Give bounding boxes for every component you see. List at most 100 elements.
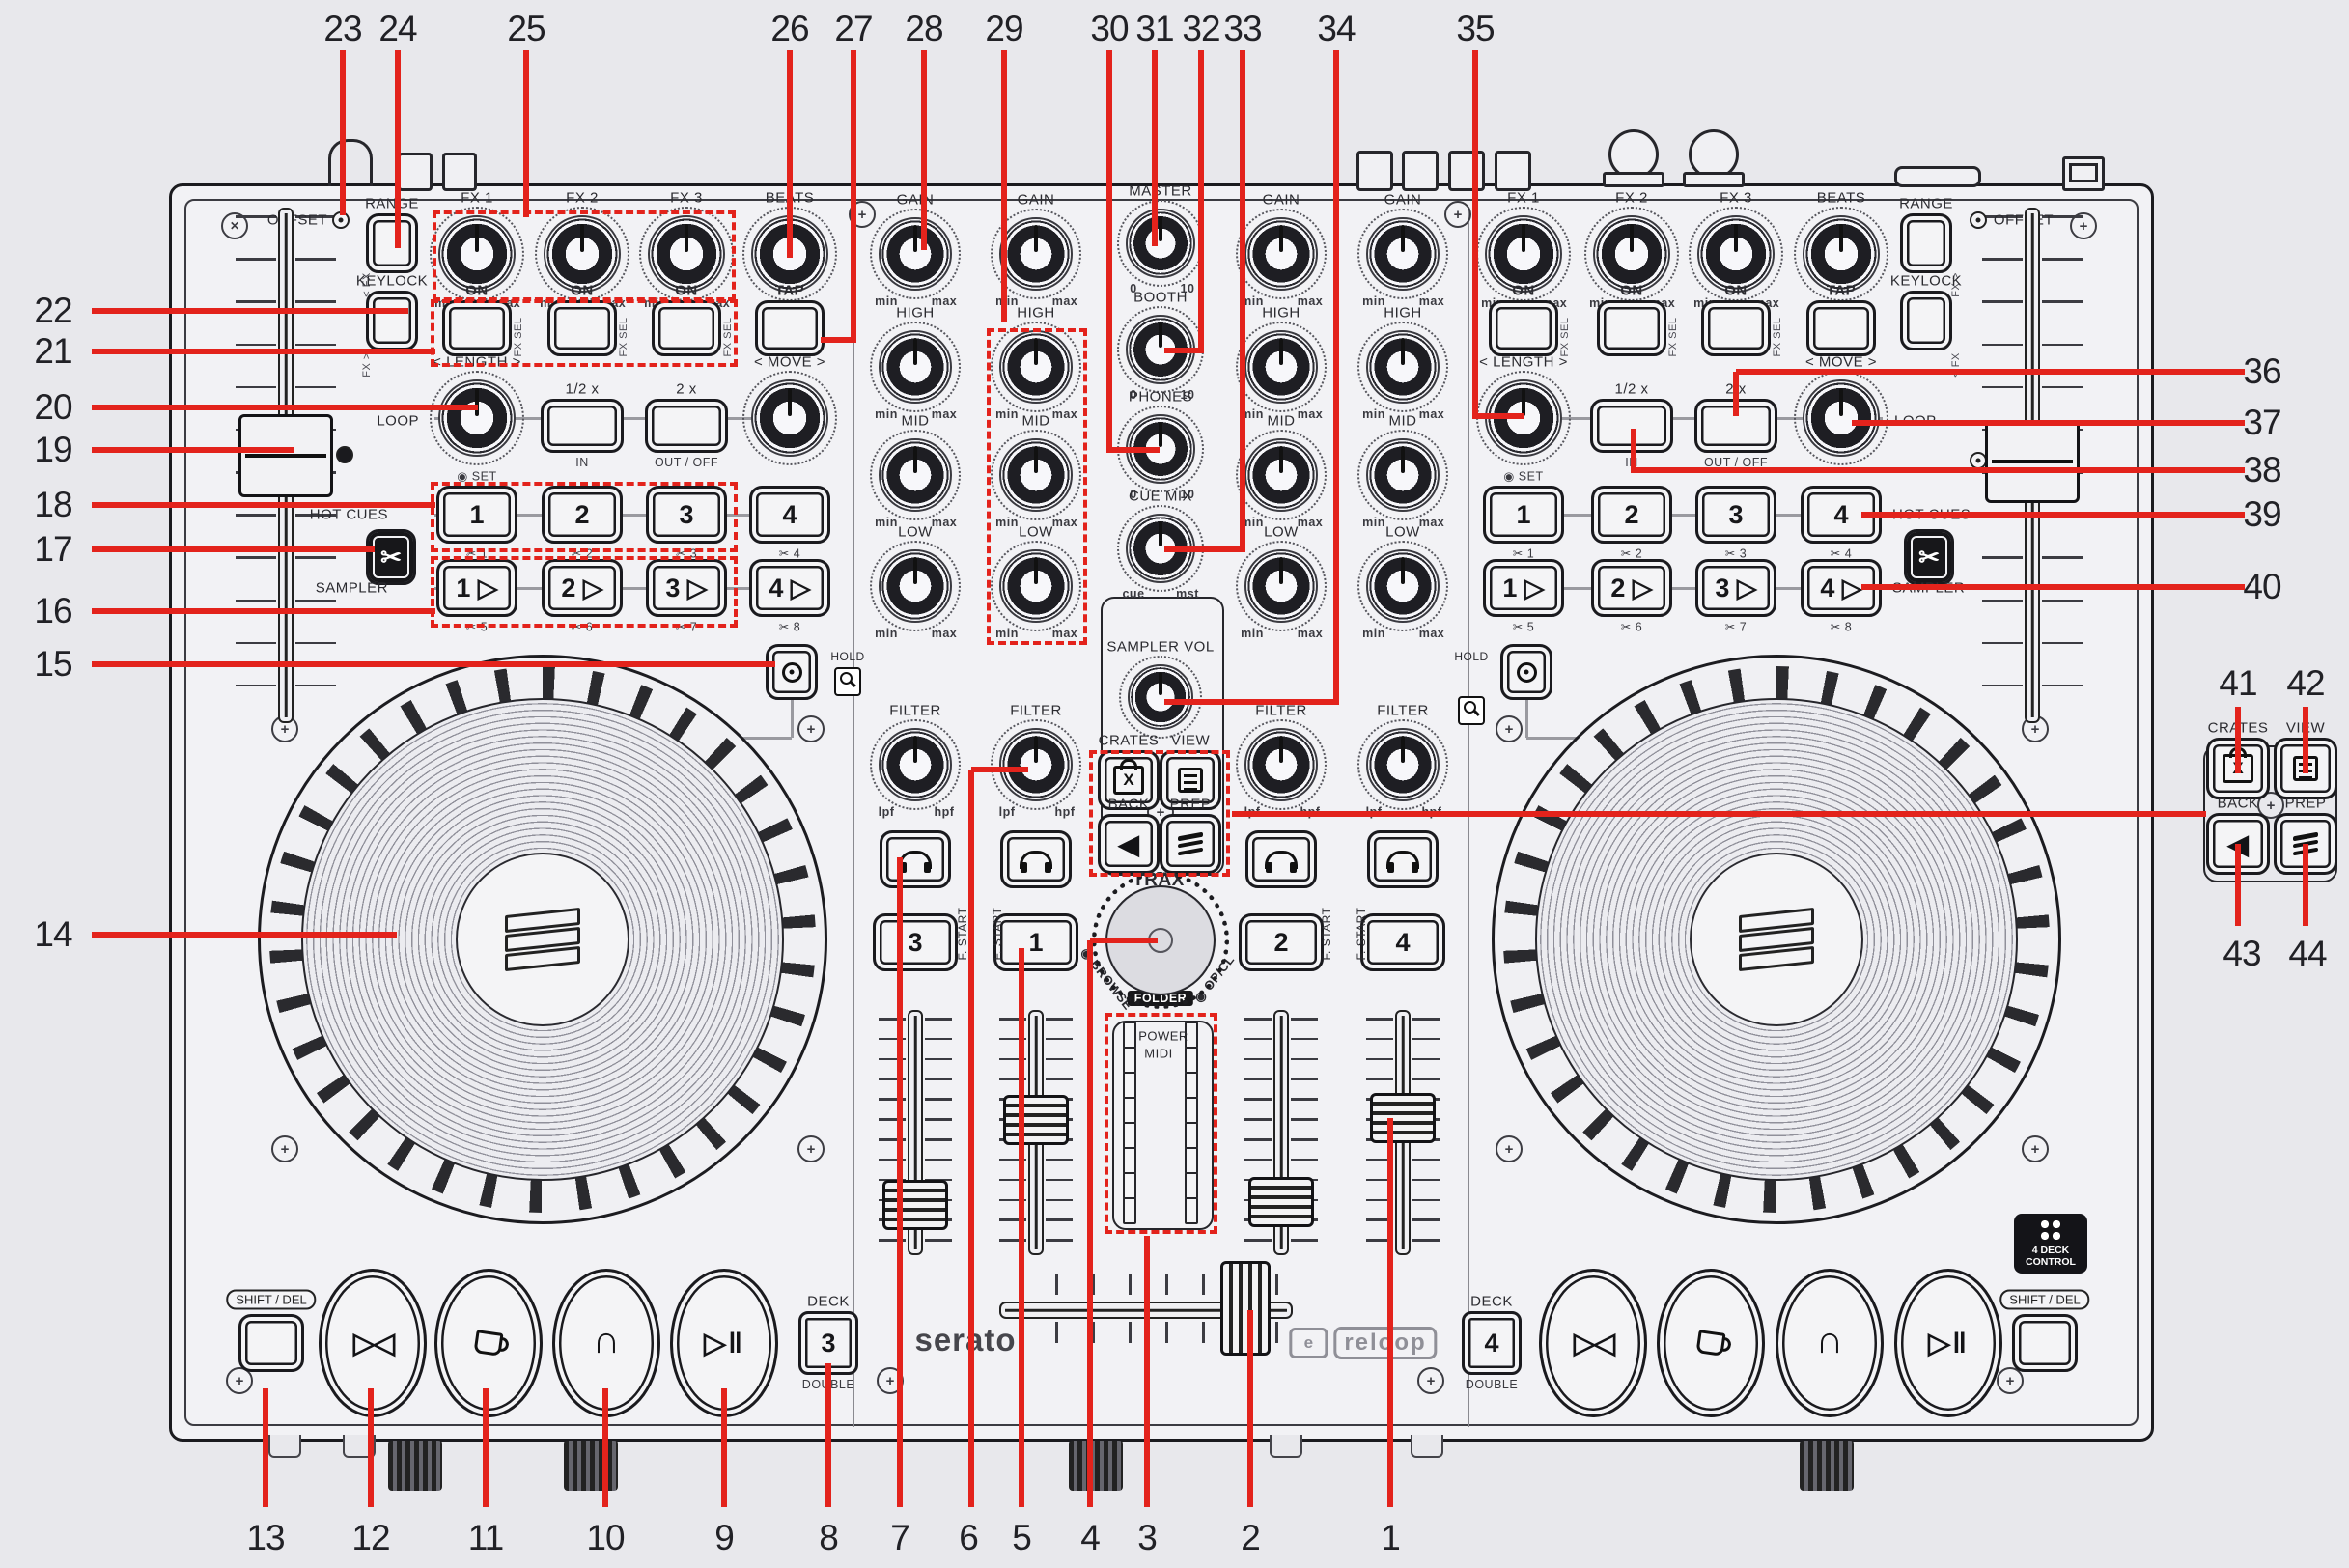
play-pause-button-right[interactable]: ▷‖ bbox=[1894, 1269, 2002, 1417]
hotcue-2-button-left[interactable]: 2 bbox=[542, 486, 623, 544]
tap-button-left[interactable] bbox=[755, 300, 825, 356]
fx1-on-button-right[interactable] bbox=[1489, 300, 1558, 356]
master-knob[interactable] bbox=[1117, 200, 1204, 287]
channel-fader-ch3-handle[interactable] bbox=[1248, 1177, 1314, 1227]
cuemix-knob-max-label: mst bbox=[1176, 587, 1199, 601]
filter-knob-ch2[interactable] bbox=[991, 719, 1081, 810]
sampler-2-button-right[interactable]: 2 ▷ bbox=[1591, 559, 1672, 617]
back-button[interactable]: ◀ bbox=[1098, 814, 1160, 874]
hotcue-1-button-right[interactable]: 1 bbox=[1483, 486, 1564, 544]
sampler-1-button-left[interactable]: 1 ▷ bbox=[436, 559, 517, 617]
loop-double-button-left[interactable] bbox=[645, 399, 728, 453]
hotcue-1-button-left[interactable]: 1 bbox=[436, 486, 517, 544]
keylock-button-right[interactable] bbox=[1900, 291, 1952, 350]
sampler-2-button-left[interactable]: 2 ▷ bbox=[542, 559, 623, 617]
gain-knob-ch2[interactable] bbox=[991, 209, 1081, 299]
prep-button[interactable] bbox=[1160, 814, 1221, 874]
fx2-on-button-right[interactable] bbox=[1597, 300, 1666, 356]
view-button[interactable] bbox=[1160, 750, 1221, 810]
shift-del-button-right[interactable] bbox=[2012, 1314, 2078, 1372]
fx1-knob-right[interactable] bbox=[1476, 207, 1571, 301]
low-knob-ch4[interactable] bbox=[1357, 541, 1448, 631]
gain-knob-ch1[interactable] bbox=[870, 209, 961, 299]
high-knob-ch1[interactable] bbox=[870, 322, 961, 412]
load-deck2-button[interactable]: 2 bbox=[1239, 913, 1324, 971]
fx1-on-button-left[interactable] bbox=[442, 300, 512, 356]
channel-fader-ch4-handle[interactable] bbox=[1370, 1093, 1436, 1143]
crossfader-handle[interactable] bbox=[1220, 1261, 1271, 1356]
hotcue-3-button-right[interactable]: 3 bbox=[1695, 486, 1776, 544]
range-button-left[interactable] bbox=[366, 213, 418, 273]
pitch-fader-left-handle[interactable] bbox=[238, 414, 333, 497]
fx2-knob-left[interactable] bbox=[535, 207, 629, 301]
loop-move-knob-right[interactable] bbox=[1794, 371, 1888, 465]
filter-knob-ch3[interactable] bbox=[1236, 719, 1327, 810]
mid-knob-ch4[interactable] bbox=[1357, 430, 1448, 520]
sampler-1-button-right[interactable]: 1 ▷ bbox=[1483, 559, 1564, 617]
fader-tick bbox=[1412, 1037, 1440, 1041]
deck-select-4-button[interactable]: 4 bbox=[1462, 1311, 1522, 1375]
loop-half-button-left[interactable] bbox=[541, 399, 624, 453]
mid-knob-ch1[interactable] bbox=[870, 430, 961, 520]
jog-wheel-left[interactable] bbox=[258, 655, 827, 1224]
fader-tick bbox=[999, 1018, 1026, 1021]
crates-button[interactable]: X bbox=[1098, 750, 1160, 810]
hold-button-right[interactable] bbox=[1500, 644, 1552, 700]
censor-scissors-button-right[interactable]: ✂ bbox=[1904, 529, 1954, 585]
sampler-vol-knob[interactable] bbox=[1119, 656, 1202, 739]
fader-tick bbox=[879, 1158, 906, 1162]
load-deck3-button[interactable]: 3 bbox=[873, 913, 958, 971]
sampler-3-button-right[interactable]: 3 ▷ bbox=[1695, 559, 1776, 617]
load-deck4-button[interactable]: 4 bbox=[1360, 913, 1445, 971]
jog-wheel-right[interactable] bbox=[1492, 655, 2061, 1224]
fx2-knob-right[interactable] bbox=[1584, 207, 1679, 301]
hold-button-left[interactable] bbox=[766, 644, 818, 700]
cue-phones-button-ch4[interactable] bbox=[1367, 830, 1439, 888]
high-knob-ch2[interactable] bbox=[991, 322, 1081, 412]
sampler-4-button-left[interactable]: 4 ▷ bbox=[749, 559, 830, 617]
cue-phones-button-ch2[interactable] bbox=[1000, 830, 1072, 888]
fx3-on-button-left[interactable] bbox=[652, 300, 721, 356]
censor-cup-button-right[interactable] bbox=[1657, 1269, 1765, 1417]
filter-knob-ch1[interactable] bbox=[870, 719, 961, 810]
channel-fader-ch1-handle[interactable] bbox=[882, 1180, 948, 1230]
high-knob-ch4[interactable] bbox=[1357, 322, 1448, 412]
hotcue-4-button-left[interactable]: 4 bbox=[749, 486, 830, 544]
fader-tick bbox=[925, 1158, 952, 1162]
shift-del-button-left[interactable] bbox=[238, 1314, 304, 1372]
channel-fader-ch2-handle[interactable] bbox=[1003, 1095, 1069, 1145]
fx3-knob-right[interactable] bbox=[1689, 207, 1783, 301]
hotcue-3-button-left[interactable]: 3 bbox=[646, 486, 727, 544]
fx2-on-button-left[interactable] bbox=[547, 300, 617, 356]
gain-knob-ch4[interactable] bbox=[1357, 209, 1448, 299]
filter-knob-ch4[interactable] bbox=[1357, 719, 1448, 810]
cue-button-right[interactable]: ∩ bbox=[1776, 1269, 1884, 1417]
fx3-on-button-right[interactable] bbox=[1701, 300, 1771, 356]
gain-knob-ch3[interactable] bbox=[1236, 209, 1327, 299]
cue-phones-button-ch1[interactable] bbox=[880, 830, 951, 888]
sync-button-right[interactable]: ▷◁ bbox=[1539, 1269, 1647, 1417]
tap-button-right[interactable] bbox=[1806, 300, 1876, 356]
censor-cup-button-left[interactable] bbox=[434, 1269, 543, 1417]
hotcue-2-button-right[interactable]: 2 bbox=[1591, 486, 1672, 544]
mid-knob-ch2[interactable] bbox=[991, 430, 1081, 520]
range-button-right[interactable] bbox=[1900, 213, 1952, 273]
high-knob-ch3[interactable] bbox=[1236, 322, 1327, 412]
mid-knob-ch3[interactable] bbox=[1236, 430, 1327, 520]
load-deck1-button[interactable]: 1 bbox=[993, 913, 1078, 971]
callout-line bbox=[968, 770, 974, 1507]
sampler-3-button-left[interactable]: 3 ▷ bbox=[646, 559, 727, 617]
cue-phones-button-ch3[interactable] bbox=[1245, 830, 1317, 888]
led-dot bbox=[1975, 217, 1981, 223]
censor-scissors-button-left[interactable]: ✂ bbox=[366, 529, 416, 585]
loop-length-knob-left[interactable] bbox=[430, 371, 524, 465]
pitch-fader-right-handle[interactable] bbox=[1985, 420, 2080, 503]
prep-button-label: PREP bbox=[1169, 796, 1212, 813]
low-knob-ch1[interactable] bbox=[870, 541, 961, 631]
keylock-button-left[interactable] bbox=[366, 291, 418, 350]
low-knob-ch2[interactable] bbox=[991, 541, 1081, 631]
loop-move-knob-left[interactable] bbox=[742, 371, 837, 465]
mid-knob-ch1-body bbox=[879, 438, 952, 512]
low-knob-ch3[interactable] bbox=[1236, 541, 1327, 631]
beats-knob-right[interactable] bbox=[1794, 207, 1888, 301]
